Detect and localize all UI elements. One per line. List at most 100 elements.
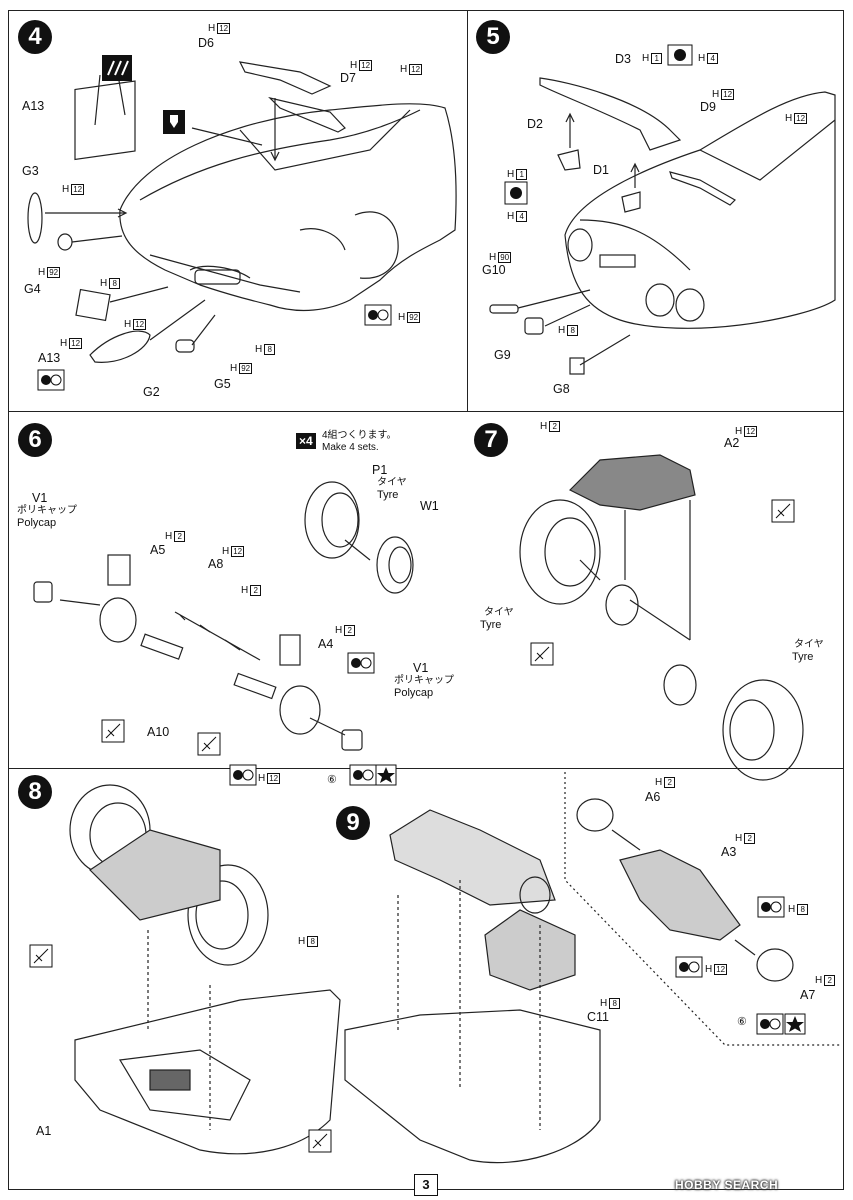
label-a7: A7 — [800, 988, 816, 1002]
step-number-5: 5 — [476, 20, 510, 54]
part-g2 — [89, 330, 151, 363]
label-tyre-en-7b: Tyre — [792, 651, 814, 663]
label-v1: V1 — [32, 491, 48, 505]
tyre-front-step8 — [187, 864, 269, 966]
label-a8: A8 — [208, 557, 224, 571]
make-sets-en: Make 4 sets. — [322, 442, 379, 453]
make-sets-jp: 4組つくります。 — [322, 430, 397, 441]
car-body-step4 — [119, 103, 457, 312]
label-d9: D9 — [700, 100, 716, 114]
logo-icon — [102, 55, 132, 81]
part-d6 — [238, 61, 332, 95]
label-circled6-step6: ⑥ — [327, 774, 337, 786]
upright-a4 — [279, 685, 321, 735]
part-c11 — [484, 909, 576, 991]
page-number: 3 — [414, 1174, 438, 1196]
step-number-4: 4 — [18, 20, 52, 54]
part-polycap-v1-b — [341, 729, 363, 751]
label-a6: A6 — [645, 790, 661, 804]
part-g10 — [489, 304, 519, 314]
part-g9 — [524, 317, 544, 335]
part-d1 — [621, 191, 641, 213]
part-tyre-p1 — [304, 481, 360, 559]
label-g10: G10 — [482, 263, 506, 277]
part-a6 — [576, 798, 614, 832]
label-a10: A10 — [147, 725, 170, 739]
part-d9 — [669, 171, 736, 206]
part-a3 — [619, 849, 741, 941]
tyre-left-step7 — [519, 499, 601, 605]
label-g3: G3 — [22, 164, 39, 178]
label-c11: C11 — [587, 1010, 610, 1024]
label-g5: G5 — [214, 377, 231, 391]
multiplier-x4: ×4 — [296, 433, 316, 449]
label-polycap-en: Polycap — [17, 517, 57, 529]
label-polycap-jp-b: ポリキャップ — [394, 675, 454, 686]
watermark: HOBBY SEARCH — [675, 1178, 779, 1192]
label-p1: P1 — [372, 463, 388, 477]
part-g5 — [175, 339, 195, 353]
label-v1-b: V1 — [413, 661, 429, 675]
label-circled6-step9: ⑥ — [737, 1016, 747, 1028]
car-body-step5 — [564, 91, 836, 329]
part-a5 — [107, 554, 131, 586]
label-polycap-en-b: Polycap — [394, 687, 434, 699]
tyre-right-step7 — [722, 679, 804, 781]
label-d1: D1 — [593, 163, 609, 177]
label-tyre-en-6: Tyre — [377, 489, 399, 501]
star-icon — [375, 764, 806, 1035]
label-polycap-jp: ポリキャップ — [17, 505, 77, 516]
label-tyre-jp-7b: タイヤ — [794, 639, 824, 650]
label-tyre-en-7a: Tyre — [480, 619, 502, 631]
chassis-a1 — [74, 989, 341, 1155]
label-d2: D2 — [527, 117, 543, 131]
label-g2: G2 — [143, 385, 160, 399]
label-d7: D7 — [340, 71, 356, 85]
step-number-6: 6 — [18, 423, 52, 457]
part-polycap-v1 — [33, 581, 53, 603]
label-a2: A2 — [724, 436, 740, 450]
chassis-step9 — [344, 1009, 601, 1164]
label-w1: W1 — [420, 499, 439, 513]
label-g9: G9 — [494, 348, 511, 362]
part-wheel-w1 — [376, 536, 414, 594]
step-number-8: 8 — [18, 775, 52, 809]
label-g4: G4 — [24, 282, 41, 296]
subframe-step9 — [389, 809, 556, 906]
part-a7 — [756, 948, 794, 982]
label-g8: G8 — [553, 382, 570, 396]
step-number-9: 9 — [336, 806, 370, 840]
part-d7 — [268, 96, 346, 133]
part-d3 — [539, 77, 682, 151]
label-a13-top: A13 — [22, 99, 45, 113]
part-g8 — [569, 357, 585, 375]
